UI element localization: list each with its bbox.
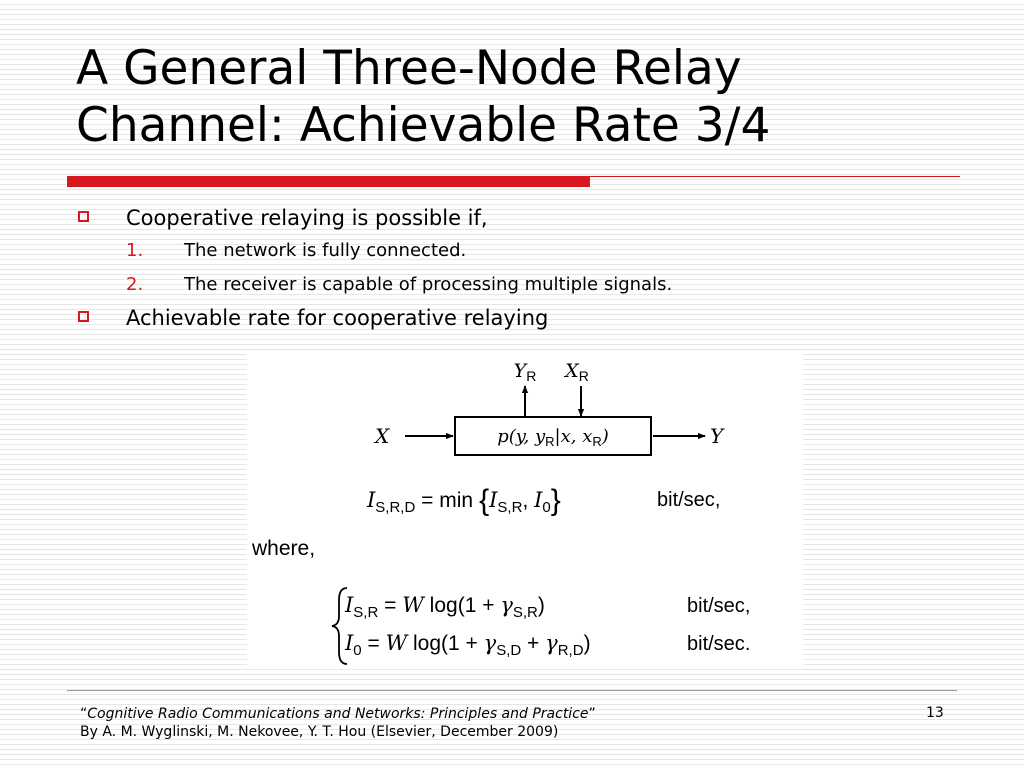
slide-title: A General Three-Node Relay Channel: Achi…	[76, 40, 976, 154]
slide-title-line-2: Channel: Achievable Rate 3/4	[76, 98, 771, 153]
item-number: 1.	[126, 240, 144, 261]
relay-input-label: XR	[563, 360, 589, 384]
footer-divider	[67, 690, 957, 691]
channel-expression: p(y, yR|x, xR)	[497, 426, 609, 449]
numbered-item-text: The receiver is capable of processing mu…	[184, 274, 673, 295]
bullet-item: Achievable rate for cooperative relaying	[76, 303, 976, 335]
square-bullet-icon	[78, 311, 89, 322]
rate-equation: IS,R,D = min{IS,R, I0}	[366, 484, 561, 517]
numbered-item-text: The network is fully connected.	[184, 240, 467, 261]
direct-rate-unit: bit/sec.	[687, 633, 750, 655]
slide-title-line-1: A General Three-Node Relay	[76, 41, 742, 96]
numbered-item: 1. The network is fully connected.	[76, 235, 976, 269]
book-title: Cognitive Radio Communications and Netwo…	[87, 706, 589, 722]
bullet-list: Cooperative relaying is possible if, 1. …	[76, 203, 976, 335]
bullet-item: Cooperative relaying is possible if,	[76, 203, 976, 235]
bullet-text: Achievable rate for cooperative relaying	[126, 306, 549, 330]
relay-output-label: YR	[514, 360, 537, 384]
direct-rate-equation: I0 = W log(1 + γS,D + γR,D)	[344, 631, 591, 659]
citation-title-line: “Cognitive Radio Communications and Netw…	[80, 706, 596, 722]
relay-channel-diagram: YR XR p(y, yR|x, xR) X Y IS,R,D = min{IS…	[251, 360, 750, 665]
output-label: Y	[710, 424, 725, 448]
numbered-item: 2. The receiver is capable of processing…	[76, 269, 976, 303]
citation-footer: “Cognitive Radio Communications and Netw…	[80, 705, 596, 741]
rate-unit: bit/sec,	[657, 489, 720, 511]
relay-rate-equation: IS,R = W log(1 + γS,R)	[344, 593, 545, 621]
item-number: 2.	[126, 274, 144, 295]
relay-rate-unit: bit/sec,	[687, 595, 750, 617]
bullet-text: Cooperative relaying is possible if,	[126, 206, 488, 230]
title-underline-thick	[67, 176, 590, 187]
input-label: X	[373, 424, 390, 448]
title-underline-thin	[590, 176, 960, 177]
channel-box	[454, 416, 652, 456]
left-brace	[331, 587, 348, 665]
square-bullet-icon	[78, 211, 89, 222]
page-number: 13	[926, 705, 944, 721]
where-label: where,	[251, 537, 315, 560]
citation-authors: By A. M. Wyglinski, M. Nekovee, Y. T. Ho…	[80, 724, 559, 740]
relay-channel-figure: YR XR p(y, yR|x, xR) X Y IS,R,D = min{IS…	[247, 350, 803, 668]
